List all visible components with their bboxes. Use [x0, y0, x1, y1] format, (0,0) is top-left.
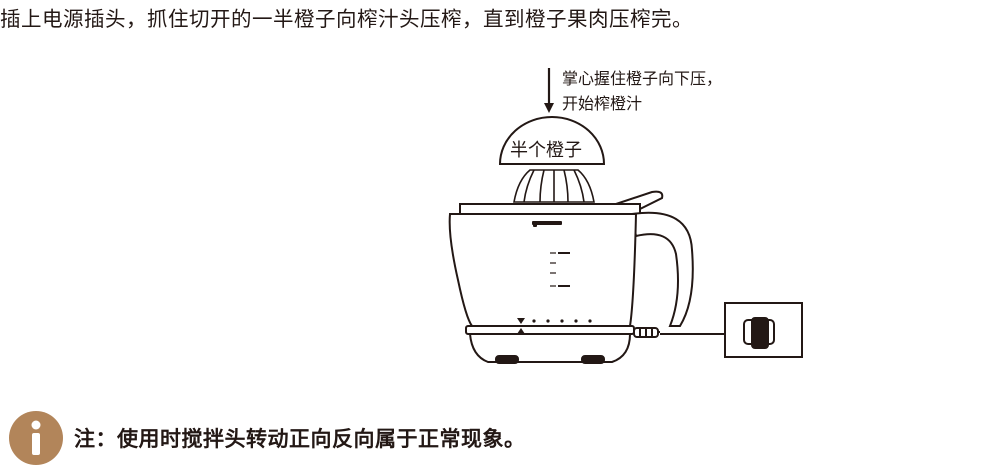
note-section: 注：使用时搅拌头转动正向反向属于正常现象。 — [8, 406, 526, 470]
half-orange-label: 半个橙子 — [510, 140, 582, 161]
control-dial-icons — [517, 318, 592, 334]
press-instruction-callout: 掌心握住橙子向下压， 开始榨橙汁 — [562, 66, 722, 116]
info-icon — [9, 411, 63, 465]
reamer-icon — [513, 169, 595, 203]
callout-line-1: 掌心握住橙子向下压， — [562, 69, 723, 88]
juicer-body — [448, 190, 694, 364]
half-orange — [498, 116, 606, 165]
brand-logo — [532, 221, 562, 227]
callout-line-2: 开始榨橙汁 — [562, 94, 643, 113]
press-down-arrow-icon — [544, 68, 554, 113]
wall-socket-icon — [724, 302, 803, 358]
measuring-scale — [550, 252, 570, 287]
instruction-text: 插上电源插头，抓住切开的一半橙子向榨汁头压榨，直到橙子果肉压榨完。 — [0, 7, 693, 31]
note-text: 注：使用时搅拌头转动正向反向属于正常现象。 — [74, 427, 526, 451]
